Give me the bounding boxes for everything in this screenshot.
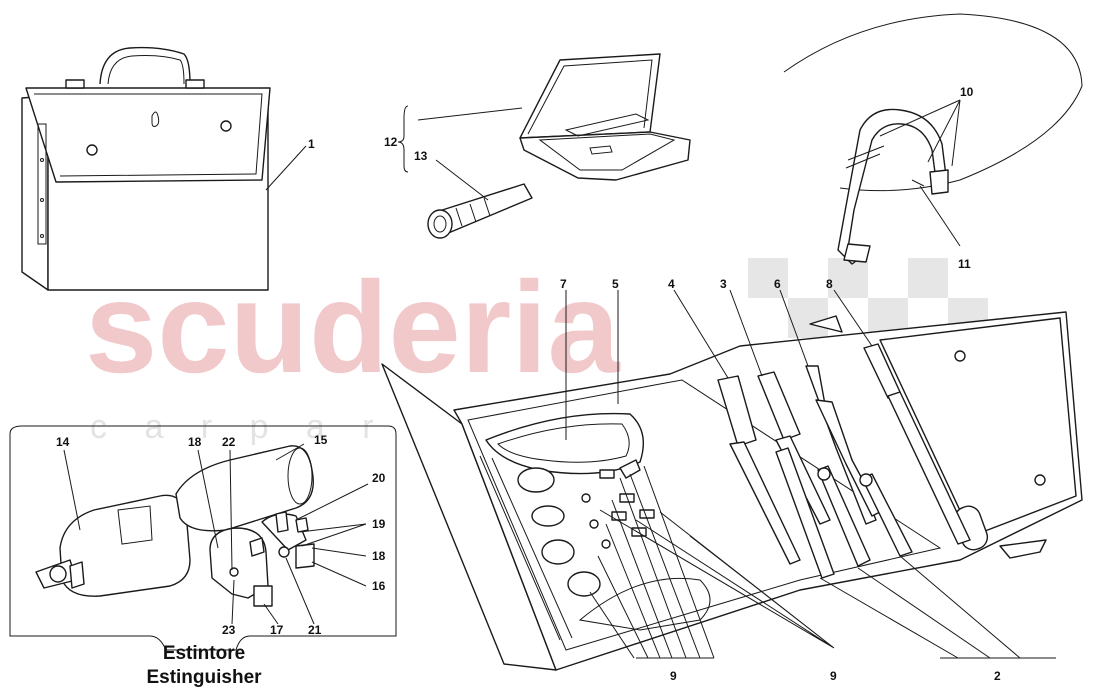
callout-21: 21: [308, 623, 322, 637]
flashlight-case: [519, 53, 691, 181]
callout-1: 1: [308, 137, 315, 151]
callout-9-left: 9: [670, 669, 677, 683]
spanner-set: [775, 447, 913, 579]
callout-23: 23: [222, 623, 236, 637]
flashlight: [427, 183, 533, 239]
bonnet-outline: [783, 13, 1083, 192]
callout-10: 10: [960, 85, 974, 99]
callout-numbers: 1 12 13 10 11 7 5 4 3 6 8 9 9 2 14 15 18…: [56, 85, 1001, 683]
callout-18-top: 18: [188, 435, 202, 449]
callout-7: 7: [560, 277, 567, 291]
spare-bulbs: [517, 459, 655, 597]
screwdriver-set: [717, 371, 831, 565]
callout-11: 11: [958, 257, 971, 271]
callout-15: 15: [314, 433, 328, 447]
callout-2: 2: [994, 669, 1001, 683]
drive-belt: [479, 412, 711, 641]
callout-5: 5: [612, 277, 619, 291]
callout-12: 12: [384, 135, 398, 149]
fire-extinguisher: [35, 494, 191, 597]
extinguisher-inset: [9, 425, 397, 651]
tool-bag: [21, 46, 271, 291]
callout-9-right: 9: [830, 669, 837, 683]
callout-20: 20: [372, 471, 386, 485]
callout-22: 22: [222, 435, 236, 449]
wheel-nut-tool: [863, 343, 971, 545]
callout-14: 14: [56, 435, 70, 449]
callout-16: 16: [372, 579, 386, 593]
callout-17: 17: [270, 623, 284, 637]
inset-title-italian: Estintore: [162, 643, 246, 664]
extinguisher-brackets: [209, 511, 315, 607]
leader-lines: [63, 99, 1056, 659]
callout-6: 6: [774, 277, 781, 291]
callout-4: 4: [668, 277, 675, 291]
callout-8: 8: [826, 277, 833, 291]
callout-19: 19: [372, 517, 386, 531]
callout-18-right: 18: [372, 549, 386, 563]
callout-13: 13: [414, 149, 428, 163]
callout-3: 3: [720, 277, 727, 291]
inset-title-english: Estinguisher: [146, 667, 262, 688]
bonnet-strap: [837, 108, 949, 265]
